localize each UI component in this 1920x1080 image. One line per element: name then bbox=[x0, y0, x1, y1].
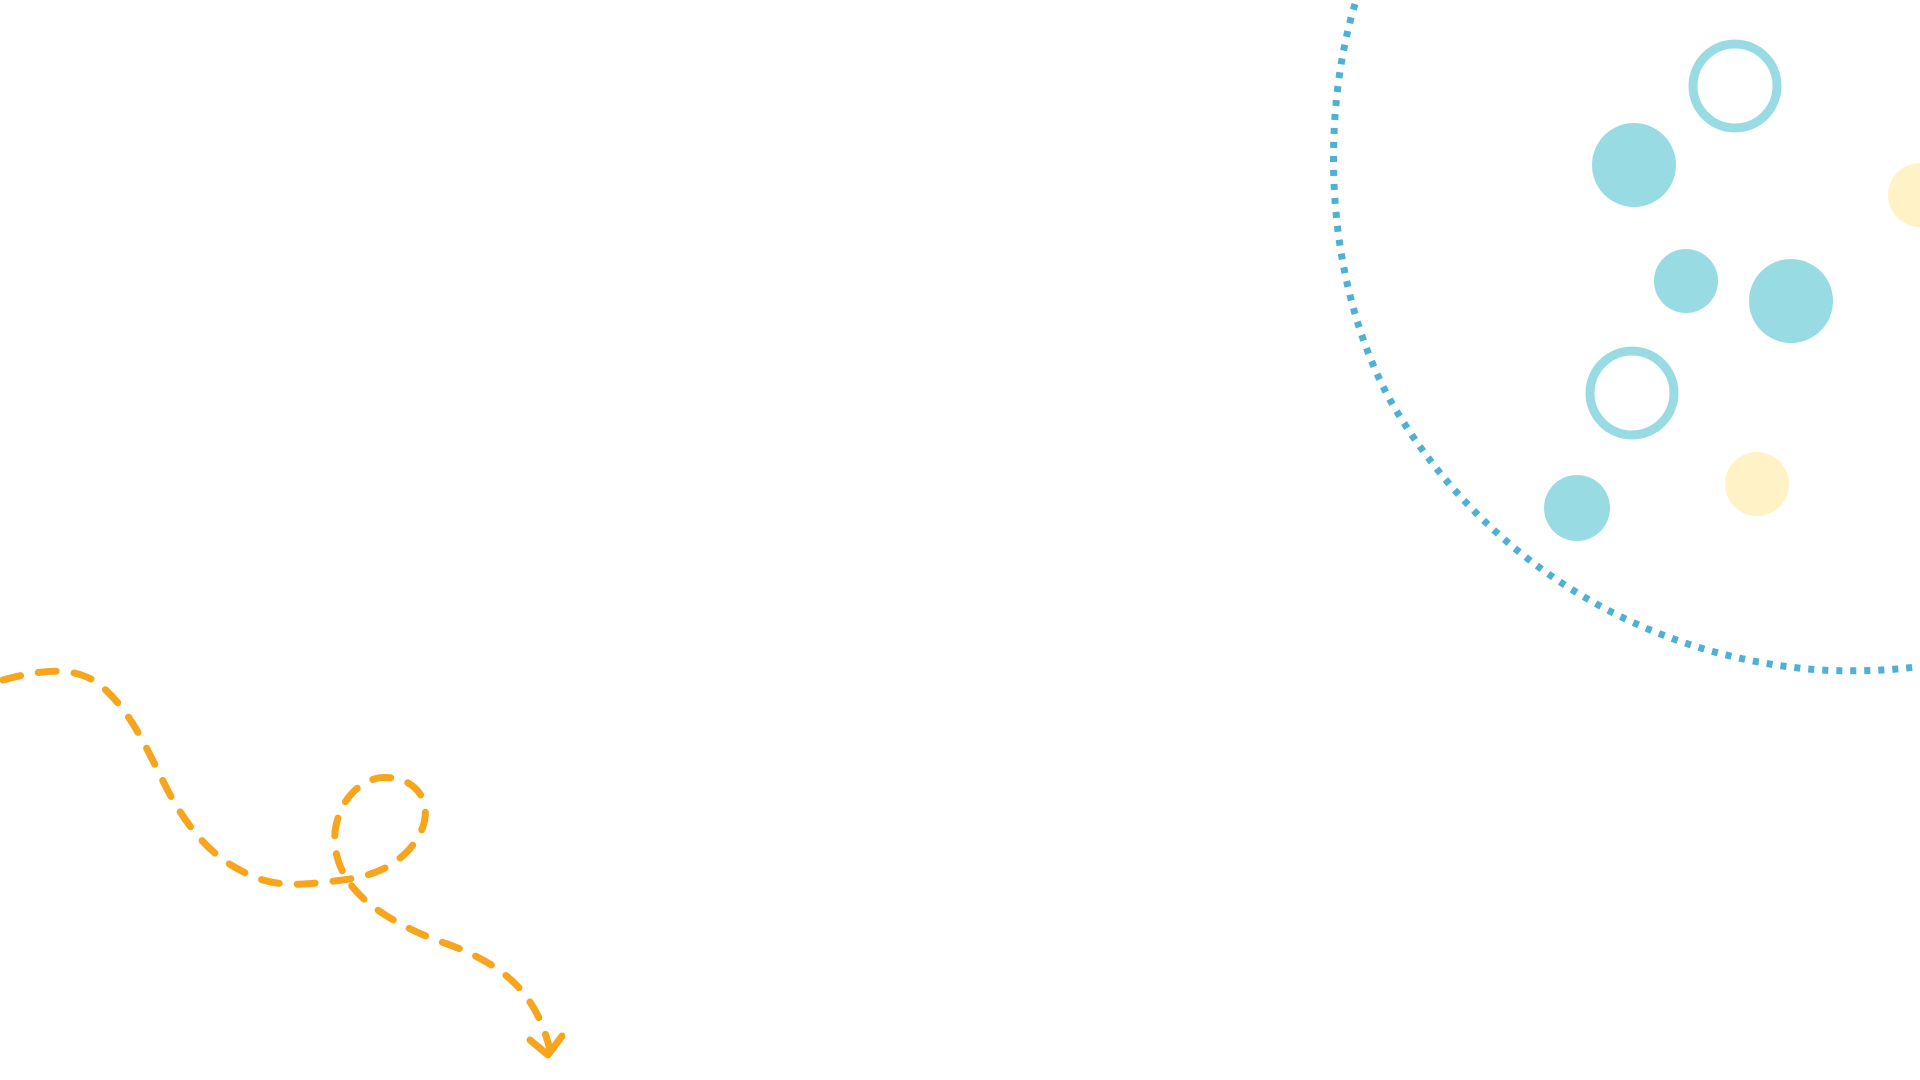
orange-dashed-path bbox=[0, 667, 554, 1054]
yellow-circle-edge bbox=[1888, 163, 1920, 227]
teal-circle-bottom bbox=[1544, 475, 1610, 541]
yellow-circle-middle bbox=[1725, 452, 1789, 516]
teal-circle-large bbox=[1592, 123, 1676, 207]
dotted-arc bbox=[1330, 2, 1920, 675]
teal-circle-right bbox=[1749, 259, 1833, 343]
teal-circle-medium bbox=[1654, 249, 1718, 313]
orange-arrowhead bbox=[526, 1032, 566, 1059]
teal-ring-top bbox=[1688, 39, 1782, 133]
teal-ring-middle bbox=[1585, 346, 1679, 440]
